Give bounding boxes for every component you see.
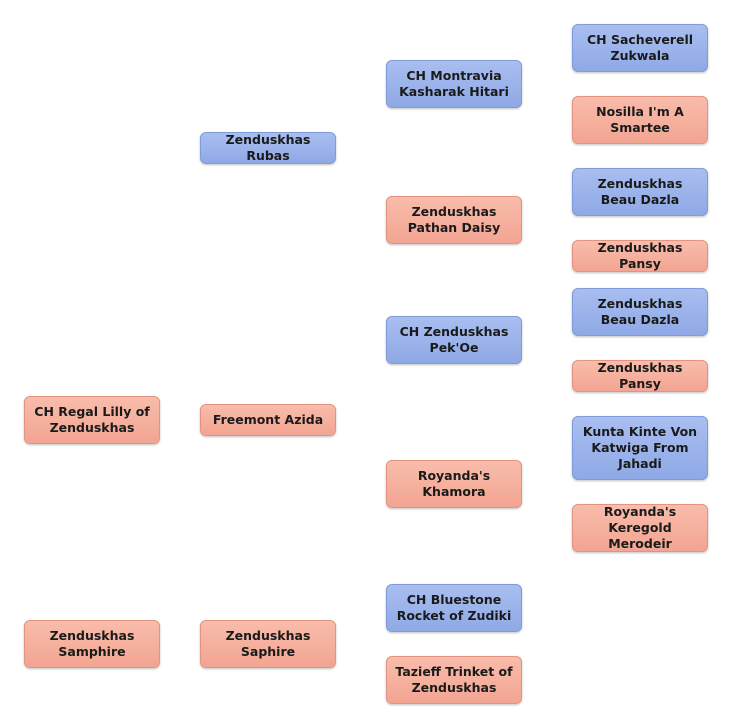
pedigree-node-pathan-daisy: Zenduskhas Pathan Daisy (386, 196, 522, 244)
pedigree-node-beau-dazla-2: Zenduskhas Beau Dazla (572, 288, 708, 336)
pedigree-node-khamora: Royanda's Khamora (386, 460, 522, 508)
pedigree-node-freemont-azida: Freemont Azida (200, 404, 336, 436)
pedigree-node-keregold: Royanda's Keregold Merodeir (572, 504, 708, 552)
pedigree-node-beau-dazla-1: Zenduskhas Beau Dazla (572, 168, 708, 216)
pedigree-node-nosilla: Nosilla I'm A Smartee (572, 96, 708, 144)
pedigree-node-sacheverell: CH Sacheverell Zukwala (572, 24, 708, 72)
pedigree-node-kunta-kinte: Kunta Kinte Von Katwiga From Jahadi (572, 416, 708, 480)
pedigree-node-regal-lilly: CH Regal Lilly of Zenduskhas (24, 396, 160, 444)
pedigree-node-bluestone: CH Bluestone Rocket of Zudiki (386, 584, 522, 632)
pedigree-node-rubas: Zenduskhas Rubas (200, 132, 336, 164)
pedigree-node-saphire: Zenduskhas Saphire (200, 620, 336, 668)
pedigree-node-montravia: CH Montravia Kasharak Hitari (386, 60, 522, 108)
pedigree-node-pansy-1: Zenduskhas Pansy (572, 240, 708, 272)
pedigree-node-tazieff: Tazieff Trinket of Zenduskhas (386, 656, 522, 704)
pedigree-node-pekoe: CH Zenduskhas Pek'Oe (386, 316, 522, 364)
pedigree-node-samphire: Zenduskhas Samphire (24, 620, 160, 668)
pedigree-node-pansy-2: Zenduskhas Pansy (572, 360, 708, 392)
